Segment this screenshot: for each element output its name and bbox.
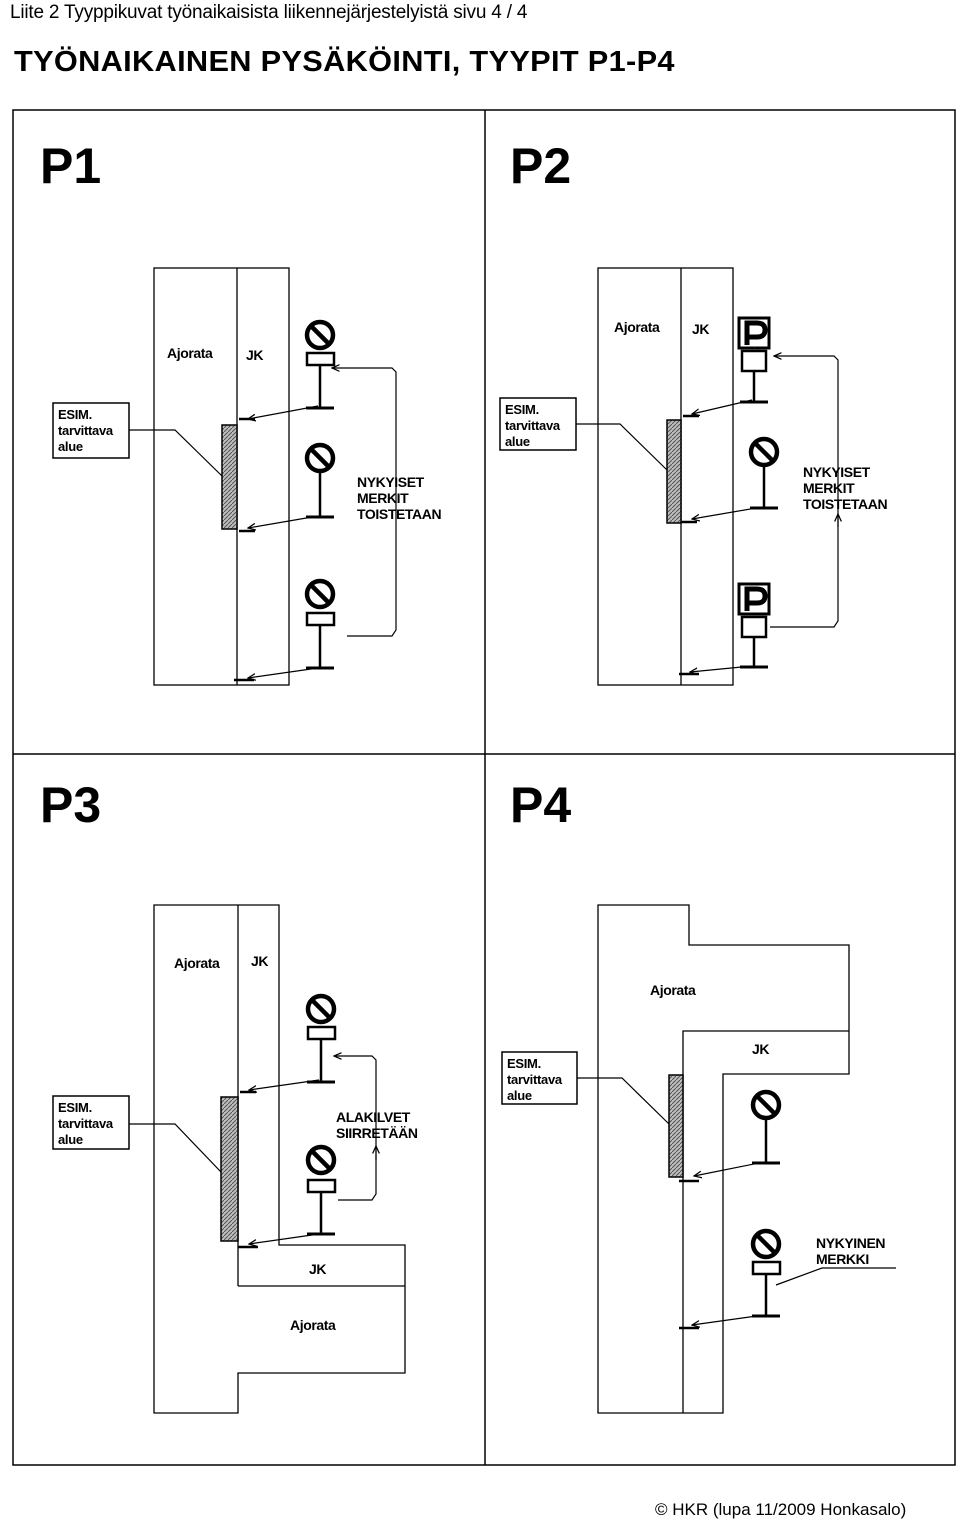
no-parking-sign-icon bbox=[307, 1147, 337, 1236]
sidewalk-label: JK bbox=[251, 953, 268, 969]
svg-text:alue: alue bbox=[507, 1088, 532, 1103]
parking-area bbox=[668, 1074, 684, 1178]
panel-p1: P1 Ajorata JK ESIM. tarvittava alue bbox=[40, 138, 442, 686]
attachment-line: Liite 2 Tyyppikuvat työnaikaisista liike… bbox=[10, 2, 528, 23]
no-parking-sign-icon bbox=[306, 445, 334, 519]
panel-label-p4: P4 bbox=[510, 777, 571, 833]
panel-p4: P4 Ajorata JK ESIM. tarvittava alue bbox=[501, 777, 896, 1414]
leader-line bbox=[576, 423, 668, 471]
note-text: ALAKILVET SIIRRETÄÄN bbox=[336, 1109, 418, 1141]
no-parking-sign-icon bbox=[306, 322, 336, 410]
sidewalk-label: JK bbox=[246, 347, 263, 363]
no-parking-sign-icon bbox=[752, 1231, 782, 1318]
svg-text:ALAKILVET: ALAKILVET bbox=[336, 1109, 411, 1125]
panel-label-p2: P2 bbox=[510, 138, 571, 194]
roadway-label: Ajorata bbox=[167, 345, 213, 361]
svg-text:ESIM.: ESIM. bbox=[58, 407, 92, 422]
parking-area bbox=[220, 1096, 239, 1242]
roadway-label: Ajorata bbox=[614, 319, 660, 335]
parking-sign-icon bbox=[739, 584, 769, 669]
parking-area bbox=[666, 419, 682, 524]
svg-text:NYKYISET: NYKYISET bbox=[803, 464, 871, 480]
svg-text:NYKYISET: NYKYISET bbox=[357, 474, 425, 490]
leader-line bbox=[129, 1123, 222, 1173]
svg-text:ESIM.: ESIM. bbox=[505, 402, 539, 417]
svg-text:alue: alue bbox=[505, 434, 530, 449]
svg-text:NYKYINEN: NYKYINEN bbox=[816, 1235, 885, 1251]
note-text: NYKYINEN MERKKI bbox=[816, 1235, 886, 1267]
area-box: ESIM. tarvittava alue bbox=[501, 1051, 578, 1105]
svg-text:ESIM.: ESIM. bbox=[507, 1056, 541, 1071]
svg-text:MERKIT: MERKIT bbox=[357, 490, 409, 506]
note-text: NYKYISET MERKIT TOISTETAAN bbox=[357, 474, 442, 522]
sidewalk-label: JK bbox=[752, 1041, 769, 1057]
panel-label-p1: P1 bbox=[40, 138, 101, 194]
roadway-label-lower: Ajorata bbox=[290, 1317, 336, 1333]
panel-label-p3: P3 bbox=[40, 777, 101, 833]
parking-area bbox=[221, 424, 238, 530]
svg-text:ESIM.: ESIM. bbox=[58, 1100, 92, 1115]
panel-grid bbox=[12, 109, 956, 1466]
leader-line bbox=[129, 429, 223, 477]
copyright: © HKR (lupa 11/2009 Honkasalo) bbox=[655, 1500, 907, 1519]
roadway-label: Ajorata bbox=[650, 982, 696, 998]
no-parking-sign-icon bbox=[750, 439, 778, 510]
svg-text:P: P bbox=[754, 347, 755, 349]
leader-line bbox=[577, 1077, 670, 1125]
parking-sign-icon: P bbox=[739, 318, 769, 404]
svg-text:alue: alue bbox=[58, 1132, 83, 1147]
area-box: ESIM. tarvittava alue bbox=[52, 1095, 130, 1150]
svg-text:TOISTETAAN: TOISTETAAN bbox=[357, 506, 441, 522]
svg-text:tarvittava: tarvittava bbox=[58, 1116, 114, 1131]
svg-text:tarvittava: tarvittava bbox=[505, 418, 561, 433]
svg-text:tarvittava: tarvittava bbox=[507, 1072, 563, 1087]
svg-text:MERKKI: MERKKI bbox=[816, 1251, 869, 1267]
svg-text:TOISTETAAN: TOISTETAAN bbox=[803, 496, 887, 512]
panel-p3: P3 Ajorata JK JK Ajorata ESIM. tarvittav… bbox=[40, 777, 418, 1414]
svg-text:alue: alue bbox=[58, 439, 83, 454]
svg-text:MERKIT: MERKIT bbox=[803, 480, 855, 496]
no-parking-sign-icon bbox=[752, 1092, 780, 1165]
roadway-label: Ajorata bbox=[174, 955, 220, 971]
no-parking-sign-icon bbox=[307, 996, 337, 1084]
no-parking-sign-icon bbox=[306, 581, 336, 670]
area-box: ESIM. tarvittava alue bbox=[499, 397, 577, 451]
svg-text:tarvittava: tarvittava bbox=[58, 423, 114, 438]
note-text: NYKYISET MERKIT TOISTETAAN bbox=[803, 464, 888, 512]
sidewalk-label: JK bbox=[692, 321, 709, 337]
page-title: TYÖNAIKAINEN PYSÄKÖINTI, TYYPIT P1-P4 bbox=[14, 46, 675, 78]
sidewalk-label-lower: JK bbox=[309, 1261, 326, 1277]
svg-text:SIIRRETÄÄN: SIIRRETÄÄN bbox=[336, 1125, 418, 1141]
area-box: ESIM. tarvittava alue bbox=[52, 402, 130, 459]
panel-p2: P2 Ajorata JK ESIM. tarvittava alue P bbox=[499, 138, 888, 686]
